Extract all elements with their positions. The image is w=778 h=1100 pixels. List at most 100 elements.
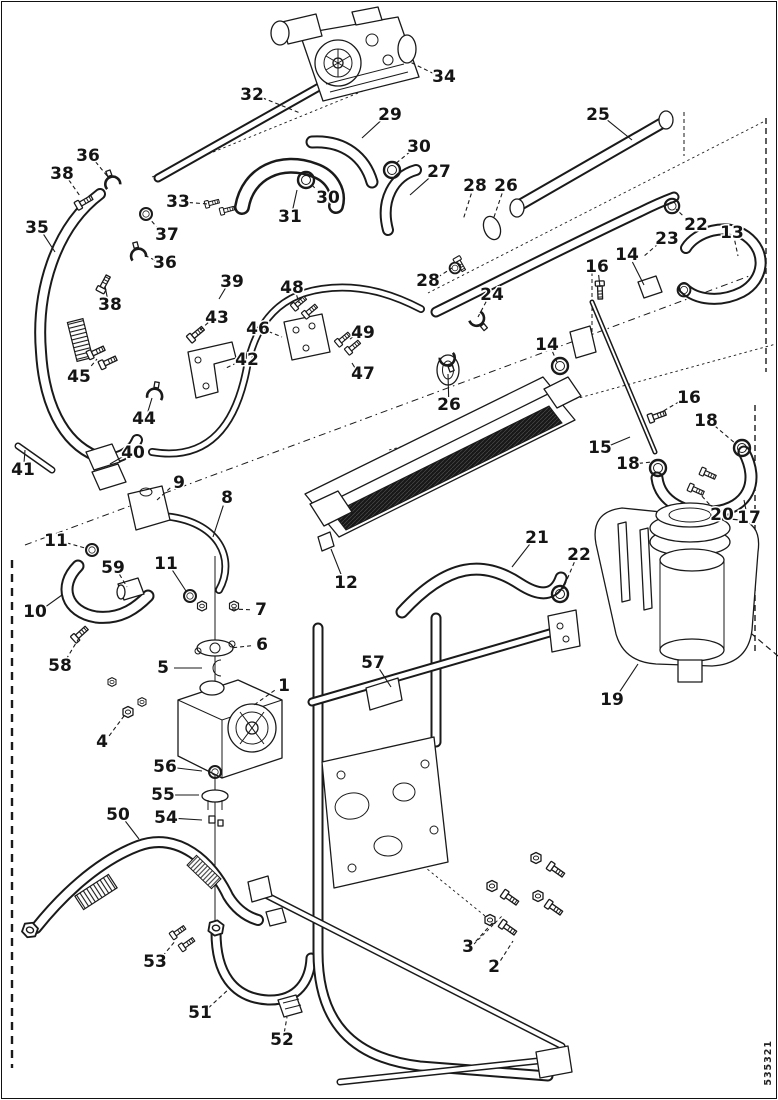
callout-7-54: 7 xyxy=(255,600,267,620)
bracket-46 xyxy=(283,313,331,361)
callout-4-58: 4 xyxy=(96,732,108,752)
callout-44-24: 44 xyxy=(132,409,156,429)
leader-line-14 xyxy=(631,261,645,286)
manifold-9 xyxy=(127,485,171,531)
leader-line-11 xyxy=(66,542,86,549)
leader-line-57 xyxy=(379,669,392,688)
callout-28-28: 28 xyxy=(416,271,440,291)
leader-line-34 xyxy=(409,61,435,75)
callout-52-66: 52 xyxy=(270,1030,294,1050)
callout-38-14: 38 xyxy=(98,295,122,315)
callout-11-51: 11 xyxy=(154,554,178,574)
callout-26-6: 26 xyxy=(494,176,518,196)
leader-line-18 xyxy=(714,425,737,445)
callout-17-42: 17 xyxy=(737,508,761,528)
callout-54-63: 54 xyxy=(154,808,178,828)
leader-line-42 xyxy=(223,362,237,370)
leader-line-45 xyxy=(86,358,98,372)
callout-28-5: 28 xyxy=(463,176,487,196)
callout-49-21: 49 xyxy=(351,323,375,343)
leader-line-2 xyxy=(500,940,514,961)
callout-50-62: 50 xyxy=(106,805,130,825)
leader-line-41 xyxy=(23,449,26,463)
callout-43-19: 43 xyxy=(205,308,229,328)
callout-19-45: 19 xyxy=(600,690,624,710)
callout-13-34: 13 xyxy=(720,223,744,243)
pump-assembly-34 xyxy=(270,6,420,102)
leader-line-27 xyxy=(409,176,431,196)
callout-11-49: 11 xyxy=(44,531,68,551)
callout-16-37: 16 xyxy=(677,388,701,408)
leader-line-18 xyxy=(638,461,653,464)
callout-5-56: 5 xyxy=(157,658,169,678)
leader-line-11 xyxy=(172,570,187,592)
callout-35-11: 35 xyxy=(25,218,49,238)
leader-line-31 xyxy=(292,189,298,210)
callout-2-68: 2 xyxy=(488,957,500,977)
callout-47-25: 47 xyxy=(351,364,375,384)
callout-22-44: 22 xyxy=(567,545,591,565)
oil-cooler-12 xyxy=(304,376,582,552)
callout-14-31: 14 xyxy=(535,335,559,355)
brackets-and-fittings xyxy=(85,275,663,1018)
leader-line-20 xyxy=(699,493,715,510)
leader-line-6 xyxy=(229,645,252,649)
callout-22-33: 22 xyxy=(684,215,708,235)
leader-line-40 xyxy=(109,455,124,465)
callout-32-1: 32 xyxy=(240,85,264,105)
leader-line-12 xyxy=(330,548,343,576)
leader-line-17 xyxy=(743,499,747,511)
callout-40-26: 40 xyxy=(121,443,145,463)
leader-line-19 xyxy=(617,663,639,694)
callout-6-55: 6 xyxy=(256,635,268,655)
drawing-code: 535321 xyxy=(763,1040,774,1086)
callout-38-9: 38 xyxy=(50,164,74,184)
leader-lines xyxy=(23,61,747,1033)
callout-29-2: 29 xyxy=(378,105,402,125)
callout-27-4: 27 xyxy=(427,162,451,182)
leader-line-54 xyxy=(176,817,203,821)
leader-line-59 xyxy=(119,574,128,588)
callout-36-13: 36 xyxy=(153,253,177,273)
callout-58-53: 58 xyxy=(48,656,72,676)
leader-line-26 xyxy=(447,373,450,398)
leader-line-3 xyxy=(475,920,495,942)
callout-51-65: 51 xyxy=(188,1003,212,1023)
callout-24-29: 24 xyxy=(480,285,504,305)
leader-line-16 xyxy=(598,274,601,288)
leader-line-4 xyxy=(108,715,125,737)
fitting-54 xyxy=(208,815,216,824)
leader-line-23 xyxy=(642,243,659,258)
gear-pump-1 xyxy=(177,679,283,779)
leader-line-30 xyxy=(309,182,320,194)
callout-26-30: 26 xyxy=(437,395,461,415)
callout-59-50: 59 xyxy=(101,558,125,578)
leader-line-9 xyxy=(156,487,171,501)
callout-48-18: 48 xyxy=(280,278,304,298)
leader-line-38 xyxy=(68,179,81,197)
leader-line-36 xyxy=(95,161,109,178)
bracket-24 xyxy=(569,325,597,359)
callout-18-40: 18 xyxy=(616,454,640,474)
callout-42-22: 42 xyxy=(235,350,259,370)
callout-1-57: 1 xyxy=(278,676,290,696)
leader-line-49 xyxy=(348,336,354,341)
leader-line-52 xyxy=(283,1016,288,1033)
callout-10-52: 10 xyxy=(23,602,47,622)
leader-line-7 xyxy=(229,608,251,611)
leader-line-28 xyxy=(437,267,453,278)
callout-12-46: 12 xyxy=(334,573,358,593)
leader-line-24 xyxy=(477,301,487,318)
leader-line-14 xyxy=(552,351,558,363)
callout-30-3: 30 xyxy=(407,137,431,157)
leader-line-36 xyxy=(141,253,155,261)
leader-line-48 xyxy=(296,295,300,304)
callout-15-39: 15 xyxy=(588,438,612,458)
leader-line-28 xyxy=(462,193,472,221)
leader-line-43 xyxy=(198,322,209,332)
leader-line-38 xyxy=(104,285,108,298)
callout-53-64: 53 xyxy=(143,952,167,972)
callout-45-23: 45 xyxy=(67,367,91,387)
